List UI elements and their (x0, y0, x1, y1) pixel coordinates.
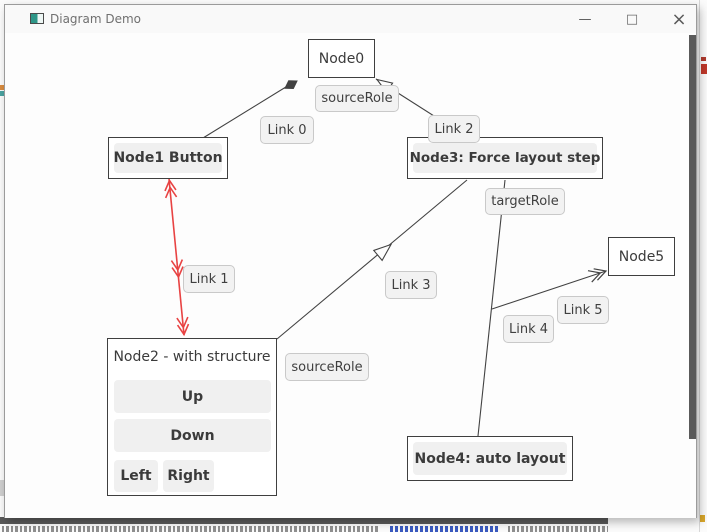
node3-button[interactable]: Node3: Force layout step (410, 143, 600, 173)
window-title: Diagram Demo (50, 12, 141, 26)
background-artifact (0, 480, 4, 496)
node2[interactable]: Node2 - with structure Up Down Left Righ… (107, 338, 277, 496)
background-artifact (701, 64, 707, 74)
link0-label[interactable]: Link 0 (260, 116, 314, 144)
maximize-button[interactable]: □ (625, 11, 639, 27)
background-text-fragment (390, 526, 500, 532)
link3-line[interactable] (276, 179, 468, 340)
minimize-button[interactable]: — (578, 11, 592, 27)
close-button[interactable]: × (671, 8, 687, 30)
background-artifact (701, 57, 706, 61)
link4-line[interactable] (477, 179, 506, 437)
background-artifact (0, 85, 4, 90)
link1-label[interactable]: Link 1 (183, 265, 235, 293)
node3[interactable]: Node3: Force layout step (407, 137, 603, 179)
node2-title: Node2 - with structure (113, 349, 271, 365)
link1-line[interactable] (168, 178, 185, 336)
node1[interactable]: Node1 Button (108, 137, 228, 179)
link0-diamond-arrowhead-icon (284, 80, 298, 89)
background-window-edge (699, 0, 700, 532)
link0-source-role-label[interactable]: sourceRole (315, 85, 399, 112)
vertical-scrollbar-thumb[interactable] (689, 35, 696, 439)
node0-label: Node0 (318, 50, 365, 67)
background-artifact (700, 515, 705, 522)
window-controls: — □ × (553, 5, 694, 33)
diagram-canvas[interactable]: Node0 Node1 Button Node3: Force layout s… (5, 33, 696, 518)
node2-up-button[interactable]: Up (114, 380, 271, 413)
link1-down-arrowhead-icon (176, 316, 190, 337)
link5-open-chevron-arrowhead-icon (587, 268, 608, 283)
link2-label[interactable]: Link 2 (428, 115, 480, 143)
node4-button[interactable]: Node4: auto layout (413, 442, 567, 475)
node4[interactable]: Node4: auto layout (407, 436, 573, 481)
node2-left-button[interactable]: Left (114, 460, 158, 492)
link5-line[interactable] (491, 270, 607, 310)
link1-up-arrowhead-icon (164, 178, 178, 199)
link3-hollow-triangle-arrowhead-icon (372, 243, 393, 262)
link0-line[interactable] (202, 81, 295, 139)
titlebar[interactable]: Diagram Demo — □ × (5, 5, 696, 33)
node2-right-button[interactable]: Right (163, 460, 214, 492)
node5-label: Node5 (618, 248, 665, 265)
node5[interactable]: Node5 (608, 237, 675, 276)
background-artifact (0, 91, 4, 96)
node1-button[interactable]: Node1 Button (113, 143, 223, 173)
link3-source-role-label[interactable]: sourceRole (285, 353, 369, 381)
node0[interactable]: Node0 (308, 39, 375, 78)
app-icon (30, 13, 44, 24)
background-horizontal-scrollbar (0, 517, 608, 524)
background-text-fragment (2, 526, 380, 532)
background-text-fragment (508, 526, 608, 532)
link4-label[interactable]: Link 4 (503, 315, 554, 343)
diagram-demo-window: Diagram Demo — □ × (4, 4, 697, 518)
link5-label[interactable]: Link 5 (557, 296, 609, 324)
node2-down-button[interactable]: Down (114, 419, 271, 452)
link1-mid-arrowhead-icon (170, 259, 184, 279)
link3-label[interactable]: Link 3 (385, 271, 437, 299)
link4-target-role-label[interactable]: targetRole (485, 188, 565, 215)
